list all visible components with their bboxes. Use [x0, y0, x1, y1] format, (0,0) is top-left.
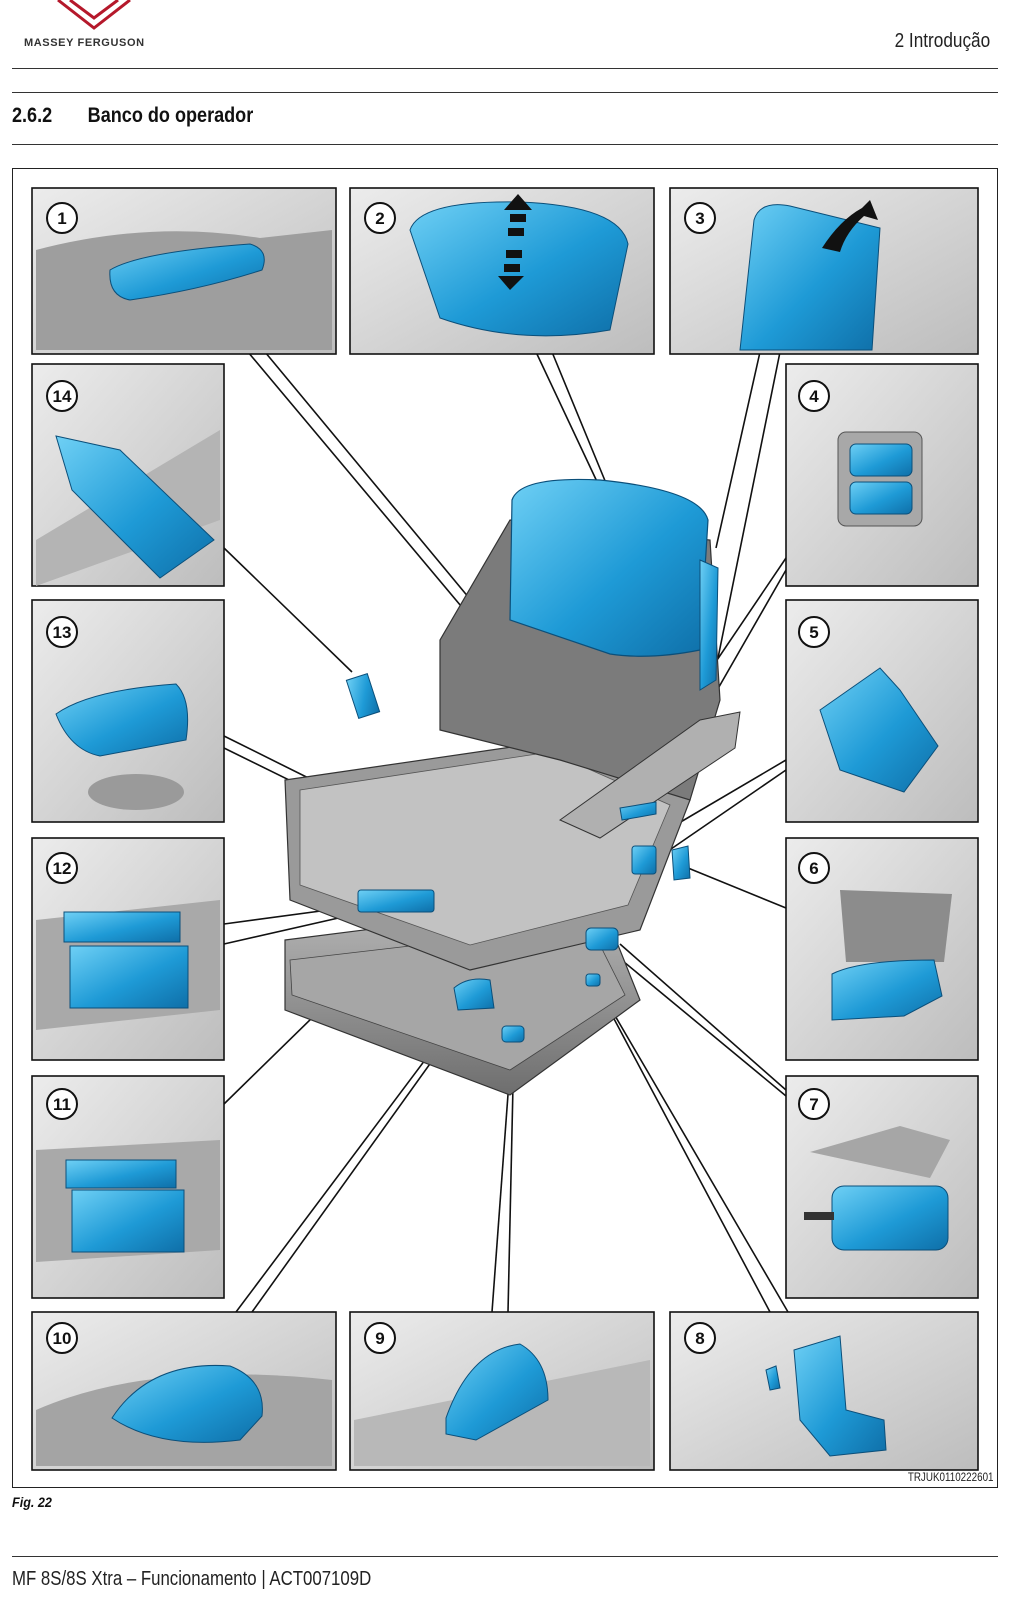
- callout-6: 6: [809, 859, 818, 878]
- callout-9: 9: [375, 1329, 384, 1348]
- callout-13: 13: [53, 623, 72, 642]
- operator-seat: [284, 478, 741, 1096]
- figure-frame: [12, 168, 998, 1488]
- figure-code: TRJUK0110222601: [908, 1470, 994, 1484]
- callout-circle: [46, 202, 78, 234]
- callout-circle: [798, 852, 830, 884]
- callout-4: 4: [809, 387, 819, 406]
- detail-panel-headrest: [349, 187, 655, 355]
- callout-circle: [798, 1088, 830, 1120]
- detail-panel-7: [785, 1075, 979, 1299]
- header-rule: [12, 68, 998, 69]
- footer-rule: [12, 1556, 998, 1557]
- detail-panel-9: [349, 1311, 655, 1471]
- footer-text: MF 8S/8S Xtra – Funcionamento | ACT00710…: [12, 1568, 372, 1590]
- detail-panel-8: [669, 1311, 979, 1471]
- section-number: 2.6.2: [12, 104, 53, 127]
- callout-1: 1: [57, 209, 66, 228]
- callout-circle: [46, 380, 78, 412]
- detail-panel-lumbar: [669, 187, 979, 355]
- detail-panel-12: [31, 837, 225, 1061]
- callout-2: 2: [375, 209, 384, 228]
- callout-7: 7: [809, 1095, 818, 1114]
- brand-name: MASSEY FERGUSON: [24, 37, 145, 49]
- callout-11: 11: [53, 1095, 71, 1114]
- callout-circle: [684, 202, 716, 234]
- callout-circle: [46, 616, 78, 648]
- callout-circle: [364, 1322, 396, 1354]
- callout-circles: [46, 202, 830, 1354]
- detail-panel-14: [31, 363, 225, 587]
- callout-8: 8: [695, 1329, 704, 1348]
- brand-logo: MASSEY FERGUSON: [24, 0, 164, 56]
- detail-panel-armrest: [31, 187, 337, 355]
- callout-circle: [46, 1088, 78, 1120]
- massey-ferguson-triple-triangle-icon: [57, 0, 131, 30]
- section-bottom-rule: [12, 144, 998, 145]
- fore-aft-lever-shape: [357, 889, 435, 913]
- section-title: 2.6.2 Banco do operador: [12, 104, 253, 128]
- callout-14: 14: [53, 387, 72, 406]
- callout-circle: [798, 616, 830, 648]
- callout-10: 10: [53, 1329, 72, 1348]
- callout-circle: [684, 1322, 716, 1354]
- callout-circle: [46, 852, 78, 884]
- section-top-rule: [12, 92, 998, 93]
- callout-12: 12: [53, 859, 72, 878]
- callout-numbers: 1 2 3 4 5 6 7 8 9 10 11 12 13 14: [53, 209, 820, 1348]
- detail-panel-10: [31, 1311, 337, 1471]
- callout-circle: [46, 1322, 78, 1354]
- callout-circle: [364, 202, 396, 234]
- callout-3: 3: [695, 209, 704, 228]
- section-name: Banco do operador: [87, 104, 254, 127]
- detail-panel-11: [31, 1075, 225, 1299]
- chapter-heading: 2 Introdução: [894, 30, 990, 52]
- callout-5: 5: [809, 623, 818, 642]
- figure-caption: Fig. 22: [12, 1494, 52, 1510]
- callout-circle: [798, 380, 830, 412]
